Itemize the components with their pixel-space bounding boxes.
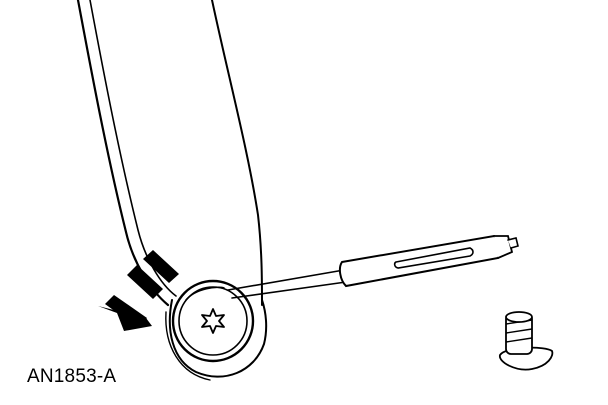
torx-bolt-head — [171, 279, 255, 363]
torx-screwdriver — [185, 234, 519, 301]
figure-code-label: AN1853-A — [27, 366, 117, 387]
motion-arrow-icon — [98, 250, 179, 331]
retaining-bolt — [499, 311, 554, 371]
torx-star-icon — [201, 308, 225, 334]
